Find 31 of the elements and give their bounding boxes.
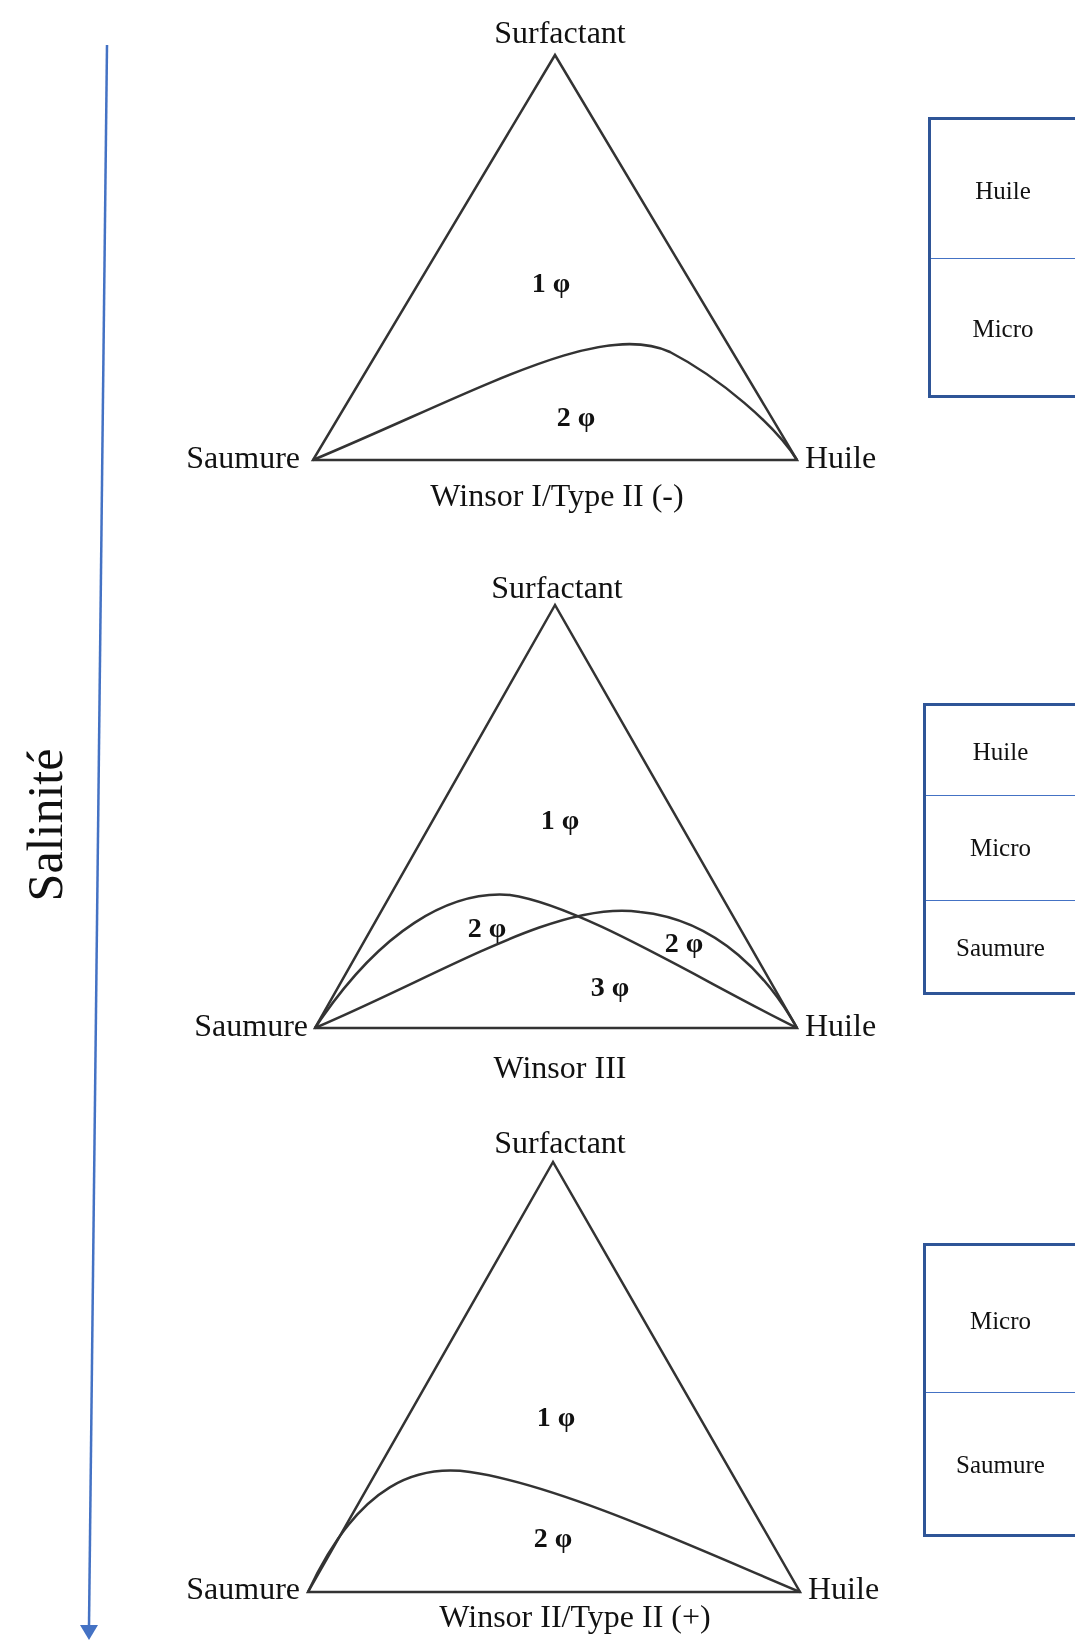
test-tube-box xyxy=(923,703,1075,995)
phase-name: Saumure xyxy=(956,934,1045,962)
diagram-caption: Winsor III xyxy=(493,1051,627,1083)
diagram-caption: Winsor II/Type II (+) xyxy=(439,1600,711,1632)
vertex-label: Saumure xyxy=(186,1572,300,1604)
vertex-label: Surfactant xyxy=(494,16,626,48)
diagram-caption: Winsor I/Type II (-) xyxy=(430,479,684,511)
test-tube-box xyxy=(923,1243,1075,1537)
vertex-label: Saumure xyxy=(194,1009,308,1041)
vertex-label: Surfactant xyxy=(491,571,623,603)
phase-name: Micro xyxy=(969,834,1032,862)
vertex-label: Saumure xyxy=(186,441,300,473)
axis-label: Salinité xyxy=(20,748,70,902)
phase-name: Micro xyxy=(972,314,1034,343)
phase-label: 1 φ xyxy=(540,806,580,834)
phase-label: 1 φ xyxy=(531,269,571,297)
phase-name: Micro xyxy=(969,1306,1032,1335)
vertex-label: Huile xyxy=(808,1572,880,1604)
vertex-label: Huile xyxy=(805,1009,877,1041)
phase-label: 3 φ xyxy=(590,973,630,1001)
phase-label: 2 φ xyxy=(556,403,596,431)
phase-name: Huile xyxy=(975,176,1031,205)
phase-label: 2 φ xyxy=(533,1524,573,1552)
test-tube-box xyxy=(928,117,1075,398)
vertex-label: Huile xyxy=(805,441,877,473)
phase-name: Huile xyxy=(972,738,1029,766)
phase-label: 1 φ xyxy=(536,1403,576,1431)
vertex-label: Surfactant xyxy=(494,1126,626,1158)
phase-label: 2 φ xyxy=(664,929,704,957)
phase-label: 2 φ xyxy=(467,914,507,942)
phase-name: Saumure xyxy=(956,1451,1045,1479)
